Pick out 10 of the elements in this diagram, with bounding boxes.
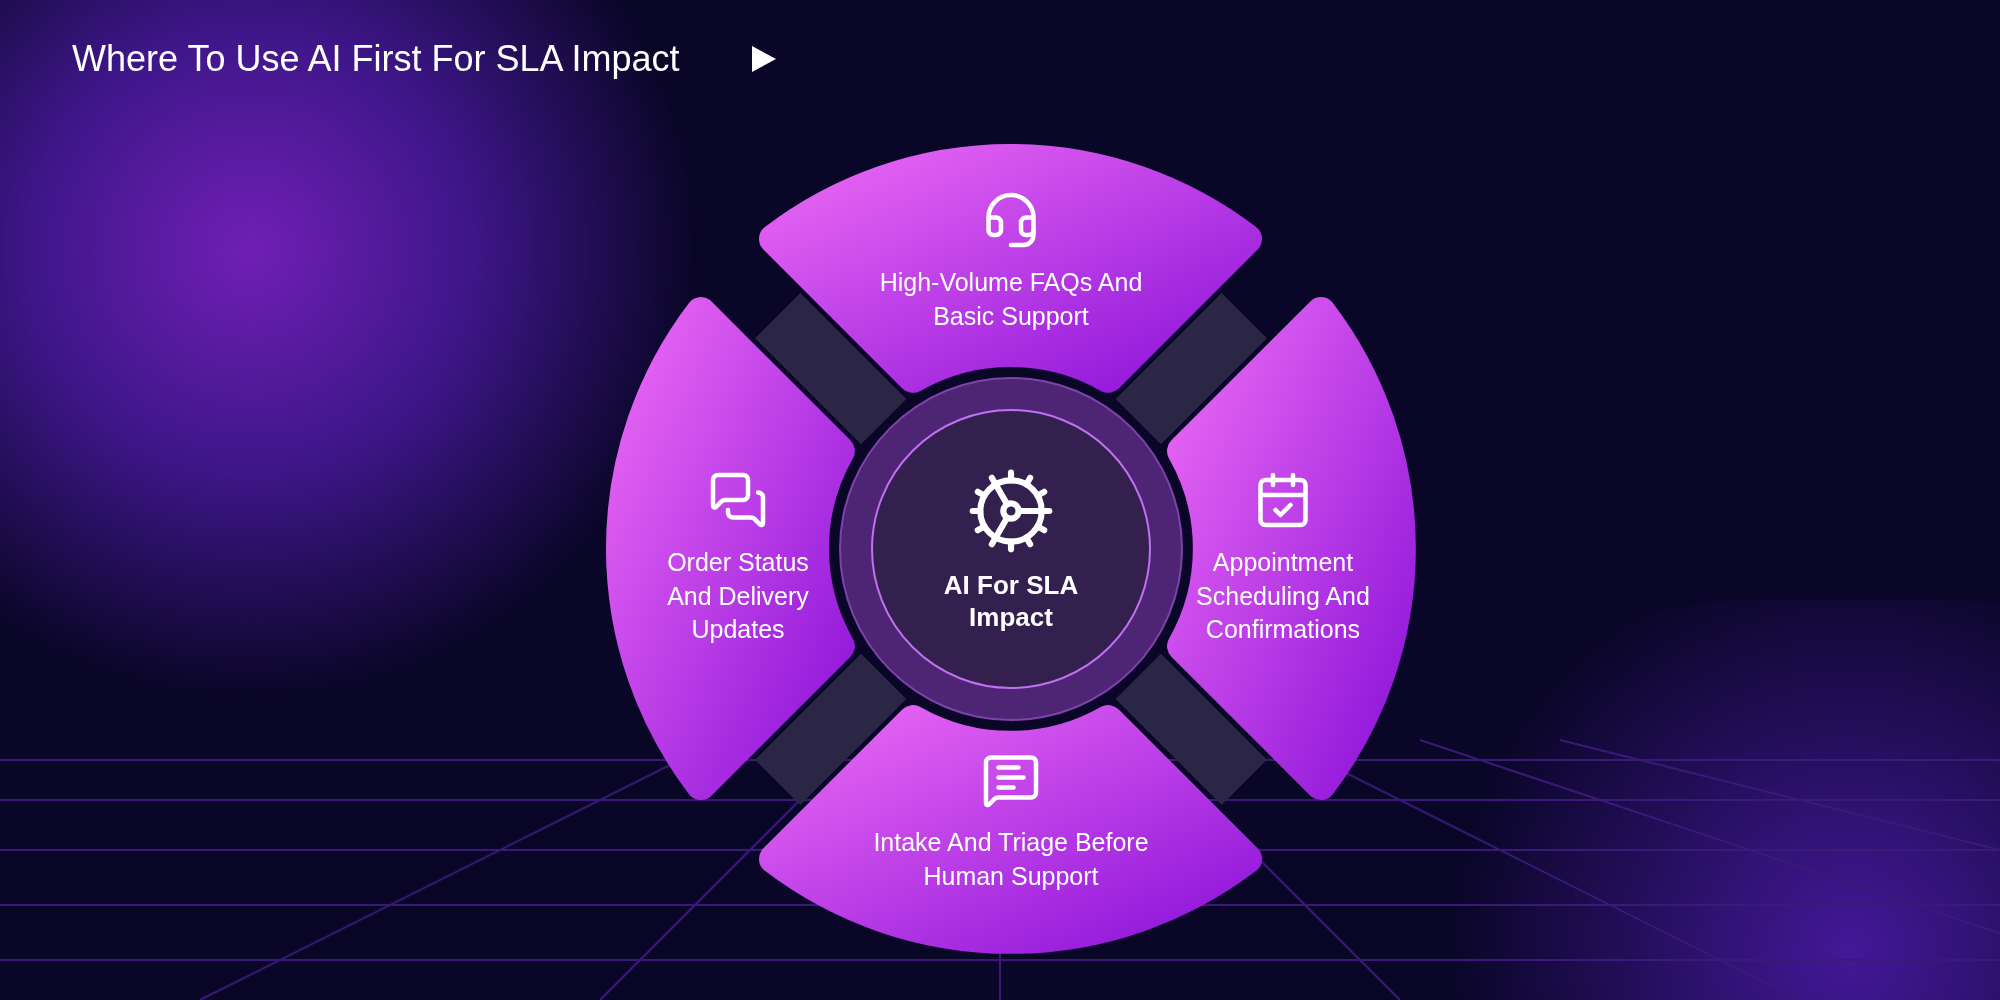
petal-segment — [605, 296, 856, 802]
segment-label: Intake And Triage Before Human Support — [872, 827, 1150, 892]
segment-label: High-Volume FAQs And Basic Support — [878, 267, 1144, 332]
petal-segment — [1166, 296, 1417, 802]
title: Where To Use AI First For SLA Impact — [72, 37, 680, 81]
petal-segment — [758, 143, 1264, 394]
hub-label: AI For SLA Impact — [942, 568, 1080, 634]
segment-label: Appointment Scheduling And Confirmations — [1195, 547, 1371, 646]
segment-label: Order Status And Delivery Updates — [666, 547, 810, 646]
petal-segment — [758, 704, 1264, 955]
